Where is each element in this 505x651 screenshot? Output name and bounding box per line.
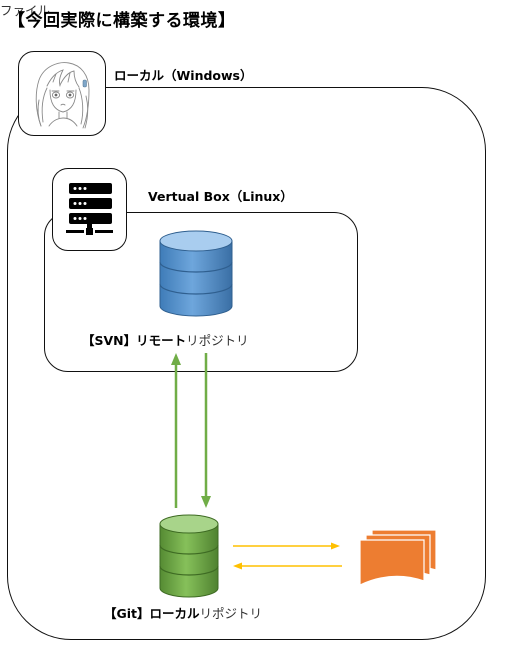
page-title: 【今回実際に構築する環境】 xyxy=(8,11,236,31)
svn-name-bold: リモート xyxy=(136,333,187,348)
server-rack-icon xyxy=(66,183,113,235)
virtualbox-environment-box xyxy=(44,212,358,372)
git-database-icon xyxy=(159,514,219,598)
svn-repository-label: 【SVN】リモートリポジトリ xyxy=(82,330,249,349)
file-label: ファイル xyxy=(0,3,51,18)
git-repository-label: 【Git】ローカルリポジトリ xyxy=(104,603,262,622)
git-bracket-label: 【Git】 xyxy=(104,606,150,621)
user-avatar-card xyxy=(18,51,106,136)
virtualbox-label: Vertual Box（Linux） xyxy=(148,189,293,204)
svn-bracket-label: 【SVN】 xyxy=(82,333,137,348)
anime-girl-avatar-icon xyxy=(35,62,90,129)
server-card xyxy=(52,168,127,251)
git-name-light: リポジトリ xyxy=(199,606,263,621)
svn-name-light: リポジトリ xyxy=(186,333,249,348)
svn-database-icon xyxy=(159,230,233,317)
document-stack-icon xyxy=(359,529,437,586)
git-file-arrows xyxy=(233,542,342,570)
svn-git-sync-arrows xyxy=(171,353,211,508)
windows-environment-box xyxy=(7,87,486,640)
git-name-bold: ローカル xyxy=(149,606,200,621)
windows-label: ローカル（Windows） xyxy=(114,68,253,83)
